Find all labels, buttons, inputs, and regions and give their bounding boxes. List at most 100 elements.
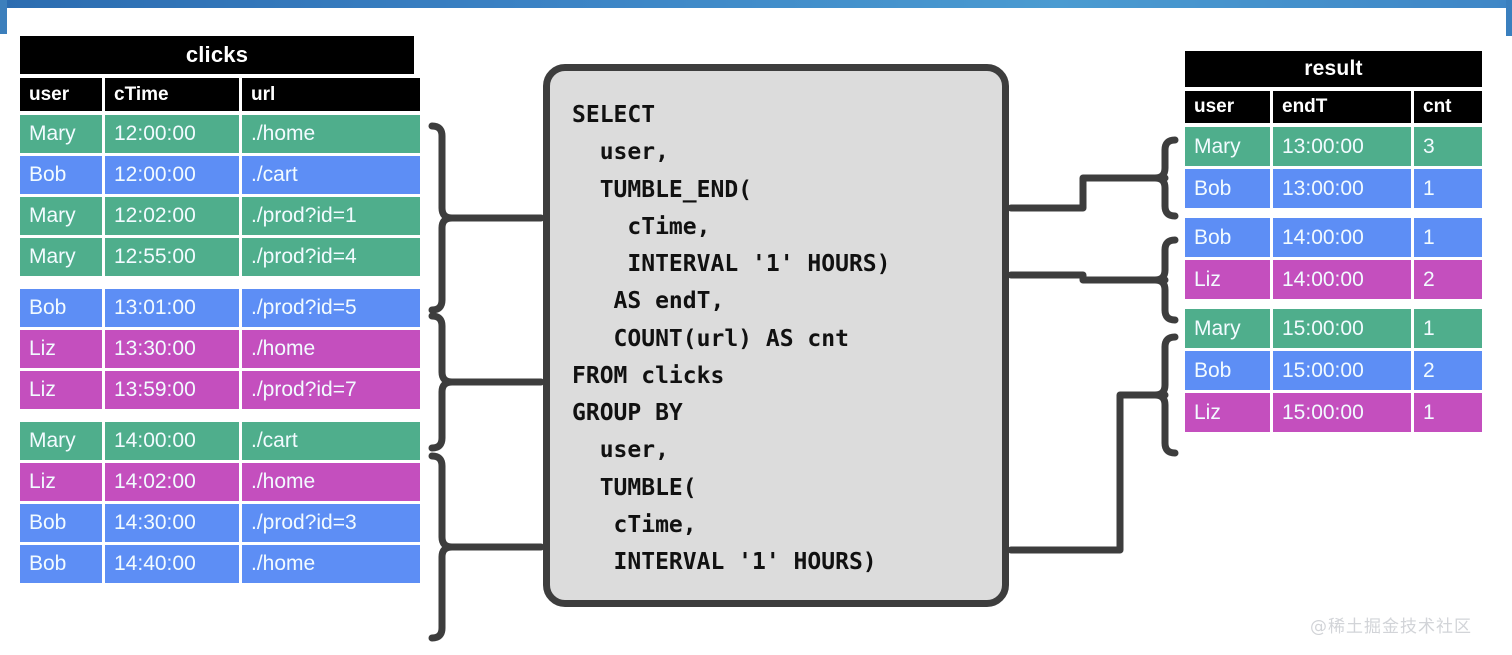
result-brace-stem-1 xyxy=(1007,174,1169,212)
cell-cnt: 1 xyxy=(1414,218,1482,257)
cell-endt: 13:00:00 xyxy=(1273,169,1411,208)
cell-user: Bob xyxy=(20,289,102,327)
cell-url: ./home xyxy=(242,115,420,153)
clicks-column-header-url: url xyxy=(242,78,420,111)
cell-cnt: 1 xyxy=(1414,169,1482,208)
clicks-column-header-user: user xyxy=(20,78,102,111)
cell-cnt: 2 xyxy=(1414,351,1482,390)
cell-cnt: 1 xyxy=(1414,393,1482,432)
cell-url: ./home xyxy=(242,463,420,501)
clicks-table-title: clicks xyxy=(20,36,414,74)
cell-user: Liz xyxy=(20,371,102,409)
watermark-text: @稀土掘金技术社区 xyxy=(1310,617,1472,637)
left-brace-group-1 xyxy=(428,122,456,314)
cell-endt: 13:00:00 xyxy=(1273,127,1411,166)
cell-url: ./cart xyxy=(242,422,420,460)
cell-ctime: 12:55:00 xyxy=(105,238,239,276)
cell-endt: 15:00:00 xyxy=(1273,393,1411,432)
cell-url: ./prod?id=1 xyxy=(242,197,420,235)
result-brace-stem-3 xyxy=(1007,391,1169,554)
cell-ctime: 12:00:00 xyxy=(105,115,239,153)
cell-user: Liz xyxy=(20,463,102,501)
result-column-header-endt: endT xyxy=(1273,91,1411,123)
cell-ctime: 12:00:00 xyxy=(105,156,239,194)
cell-endt: 14:00:00 xyxy=(1273,260,1411,299)
decorative-top-frame xyxy=(0,0,1512,8)
cell-cnt: 3 xyxy=(1414,127,1482,166)
cell-endt: 14:00:00 xyxy=(1273,218,1411,257)
cell-url: ./prod?id=5 xyxy=(242,289,420,327)
cell-url: ./home xyxy=(242,545,420,583)
cell-user: Mary xyxy=(20,115,102,153)
cell-user: Bob xyxy=(20,156,102,194)
cell-ctime: 14:02:00 xyxy=(105,463,239,501)
cell-user: Bob xyxy=(1185,218,1270,257)
right-brace-group-3 xyxy=(1151,333,1179,457)
result-table-title: result xyxy=(1185,51,1482,87)
cell-ctime: 12:02:00 xyxy=(105,197,239,235)
left-brace-group-2 xyxy=(428,312,456,452)
result-column-header-user: user xyxy=(1185,91,1270,123)
cell-user: Bob xyxy=(20,504,102,542)
left-brace-group-3 xyxy=(428,452,456,642)
cell-ctime: 13:30:00 xyxy=(105,330,239,368)
right-brace-group-2 xyxy=(1151,236,1179,324)
cell-user: Mary xyxy=(1185,127,1270,166)
result-header-row: user endT cnt xyxy=(1185,91,1482,123)
cell-url: ./home xyxy=(242,330,420,368)
cell-user: Bob xyxy=(20,545,102,583)
clicks-header-row: user cTime url xyxy=(20,78,420,111)
cell-ctime: 13:01:00 xyxy=(105,289,239,327)
cell-url: ./cart xyxy=(242,156,420,194)
cell-endt: 15:00:00 xyxy=(1273,351,1411,390)
cell-url: ./prod?id=7 xyxy=(242,371,420,409)
cell-ctime: 14:30:00 xyxy=(105,504,239,542)
sql-query-box: SELECT user, TUMBLE_END( cTime, INTERVAL… xyxy=(543,64,1009,607)
right-brace-group-1 xyxy=(1151,136,1179,220)
cell-user: Liz xyxy=(1185,260,1270,299)
cell-url: ./prod?id=3 xyxy=(242,504,420,542)
result-brace-stem-2 xyxy=(1007,271,1169,284)
cell-cnt: 2 xyxy=(1414,260,1482,299)
cell-user: Mary xyxy=(20,197,102,235)
decorative-left-frame xyxy=(0,0,7,34)
cell-ctime: 14:40:00 xyxy=(105,545,239,583)
cell-url: ./prod?id=4 xyxy=(242,238,420,276)
decorative-right-frame xyxy=(1506,0,1512,36)
sql-query-text: SELECT user, TUMBLE_END( cTime, INTERVAL… xyxy=(572,102,891,575)
clicks-column-header-ctime: cTime xyxy=(105,78,239,111)
cell-user: Mary xyxy=(1185,309,1270,348)
cell-user: Bob xyxy=(1185,169,1270,208)
cell-user: Liz xyxy=(1185,393,1270,432)
cell-user: Liz xyxy=(20,330,102,368)
